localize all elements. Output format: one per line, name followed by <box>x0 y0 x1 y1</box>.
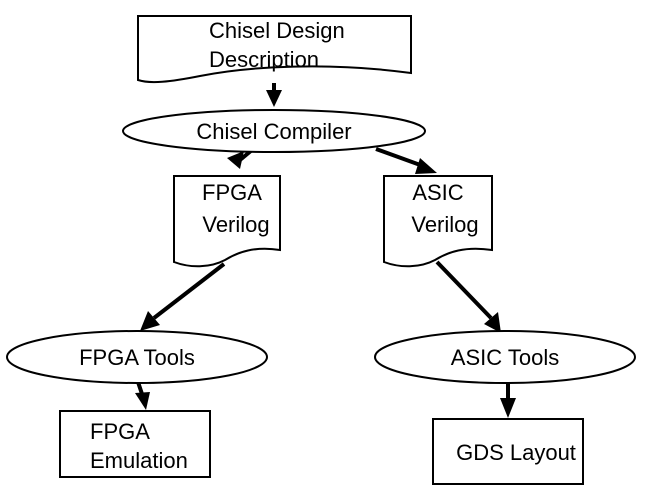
node-label-line: Chisel Design <box>209 18 345 43</box>
node-gds-layout: GDS Layout <box>432 418 584 485</box>
node-asic-tools: ASIC Tools <box>374 330 636 384</box>
node-asic-verilog: ASIC Verilog <box>383 175 493 268</box>
node-label-line: ASIC <box>412 180 463 205</box>
node-label-line: GDS Layout <box>456 440 576 465</box>
edge-fpga-verilog-to-fpga-tools <box>140 262 226 331</box>
node-label-line: FPGA <box>90 419 150 444</box>
node-label-line: FPGA <box>202 180 262 205</box>
edge-compiler-to-fpga-verilog <box>227 148 254 169</box>
edge-design-to-compiler <box>266 83 282 107</box>
node-label-line: Verilog <box>411 212 478 237</box>
node-label-line: ASIC Tools <box>451 345 559 370</box>
node-label-line: Chisel Compiler <box>196 119 351 144</box>
node-chisel-compiler: Chisel Compiler <box>122 109 426 153</box>
node-label-line: Emulation <box>90 448 188 473</box>
node-chisel-design-description: Chisel Design Description <box>137 15 412 84</box>
edge-asic-tools-to-gds <box>500 382 516 418</box>
node-fpga-verilog: FPGA Verilog <box>173 175 281 268</box>
edge-compiler-to-asic-verilog <box>375 147 437 174</box>
edge-asic-verilog-to-asic-tools <box>435 260 501 333</box>
node-label-line: Description <box>209 47 319 72</box>
node-label-line: FPGA Tools <box>79 345 195 370</box>
node-label-line: Verilog <box>202 212 269 237</box>
edge-fpga-tools-to-emulation <box>135 381 150 410</box>
edges <box>135 83 516 418</box>
node-fpga-emulation: FPGA Emulation <box>59 410 211 478</box>
node-fpga-tools: FPGA Tools <box>6 330 268 384</box>
